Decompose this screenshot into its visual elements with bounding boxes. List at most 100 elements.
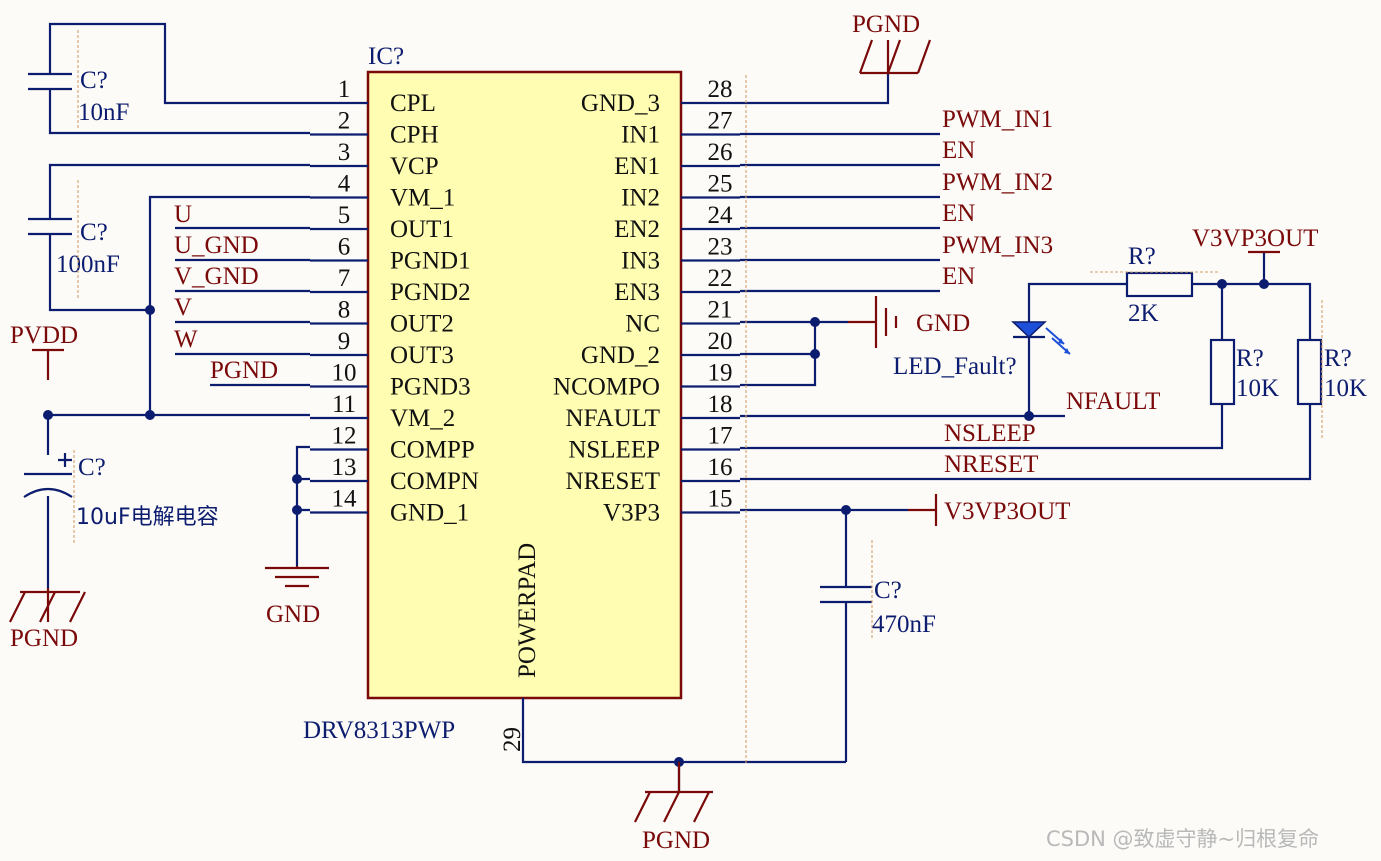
pin-number: 28: [708, 76, 733, 103]
led-fault[interactable]: LED_Fault?: [893, 321, 1071, 380]
pin-number: 13: [332, 454, 357, 481]
pin-number: 24: [708, 202, 734, 229]
capacitor-c-10uf-electrolytic[interactable]: C? 10uF电解电容: [23, 453, 219, 530]
pin-number: 15: [708, 486, 733, 513]
pin-name: NC: [625, 311, 660, 338]
pin-name: EN3: [614, 279, 660, 306]
power-gnd-right: GND: [848, 296, 970, 348]
cap-ref: C?: [80, 67, 108, 94]
ic-pin-29-number: 29: [499, 727, 526, 752]
res-value: 10K: [1324, 375, 1367, 402]
pin-name: NSLEEP: [568, 437, 660, 464]
res-value: 10K: [1236, 375, 1279, 402]
resistor-r-10k-nreset[interactable]: R? 10K: [1296, 338, 1367, 406]
pin-name: GND_3: [581, 90, 660, 117]
pin-name: PGND3: [390, 374, 471, 401]
wires: [46, 22, 1312, 792]
pin-number: 23: [708, 234, 733, 261]
ic-pin-left[interactable]: 4VM_1: [310, 171, 455, 212]
power-v3vp3out-top: V3VP3OUT: [1192, 225, 1318, 254]
svg-text:PGND: PGND: [642, 827, 710, 854]
pin-number: 10: [332, 360, 357, 387]
cap-value: 100nF: [56, 251, 120, 278]
power-pgnd-bottom: PGND: [634, 762, 713, 854]
resistor-r-10k-nsleep[interactable]: R? 10K: [1209, 338, 1279, 406]
net-pwm-in2: PWM_IN2: [942, 169, 1053, 196]
net-en-3: EN: [942, 263, 975, 290]
pin-number: 20: [708, 328, 733, 355]
pin-number: 14: [332, 486, 358, 513]
net-en-2: EN: [942, 200, 975, 227]
net-v: V: [174, 294, 192, 321]
cap-value: 10uF电解电容: [76, 505, 219, 530]
capacitor-c-470nf[interactable]: C? 470nF: [820, 577, 936, 638]
pin-number: 7: [338, 265, 351, 292]
pin-name: NRESET: [566, 468, 660, 495]
svg-text:PGND: PGND: [852, 11, 920, 38]
net-w: W: [174, 326, 198, 353]
svg-text:GND: GND: [266, 601, 320, 628]
net-labels-right: PWM_IN1 EN PWM_IN2 EN PWM_IN3 EN NFAULT …: [942, 106, 1160, 478]
svg-text:PGND: PGND: [10, 625, 78, 652]
pin-number: 8: [338, 297, 351, 324]
svg-text:V3VP3OUT: V3VP3OUT: [1192, 225, 1318, 252]
net-en-1: EN: [942, 137, 975, 164]
net-u-gnd: U_GND: [174, 232, 259, 259]
net-labels-left: U U_GND V_GND V W PGND: [174, 201, 278, 384]
pin-name: IN2: [621, 185, 660, 212]
resistor-r-2k[interactable]: R? 2K: [1125, 243, 1194, 327]
pin-number: 18: [708, 391, 733, 418]
pin-name: VM_2: [390, 405, 455, 432]
pin-number: 16: [708, 454, 733, 481]
pin-name: VM_1: [390, 185, 455, 212]
power-pgnd-left: PGND: [9, 588, 86, 652]
pin-name: COMPN: [390, 468, 479, 495]
net-pwm-in1: PWM_IN1: [942, 106, 1053, 133]
pin-name: IN3: [621, 248, 660, 275]
pin-name: CPL: [390, 90, 436, 117]
pin-name: NCOMPO: [553, 374, 660, 401]
pin-name: GND_2: [581, 342, 660, 369]
svg-text:PVDD: PVDD: [10, 322, 78, 349]
net-pwm-in3: PWM_IN3: [942, 232, 1053, 259]
capacitor-c-100nf[interactable]: C? 100nF: [28, 217, 120, 278]
pin-number: 27: [708, 108, 733, 135]
net-v-gnd: V_GND: [174, 263, 259, 290]
net-u: U: [174, 201, 192, 228]
pin-name: GND_1: [390, 500, 469, 527]
ic-body[interactable]: [366, 70, 683, 700]
cap-value: 10nF: [78, 99, 129, 126]
led-ref: LED_Fault?: [893, 353, 1017, 380]
capacitor-c-10nf[interactable]: C? 10nF: [28, 67, 129, 126]
pin-number: 25: [708, 171, 733, 198]
ic-designator: IC?: [368, 43, 404, 70]
ic-part-number: DRV8313PWP: [303, 717, 455, 744]
